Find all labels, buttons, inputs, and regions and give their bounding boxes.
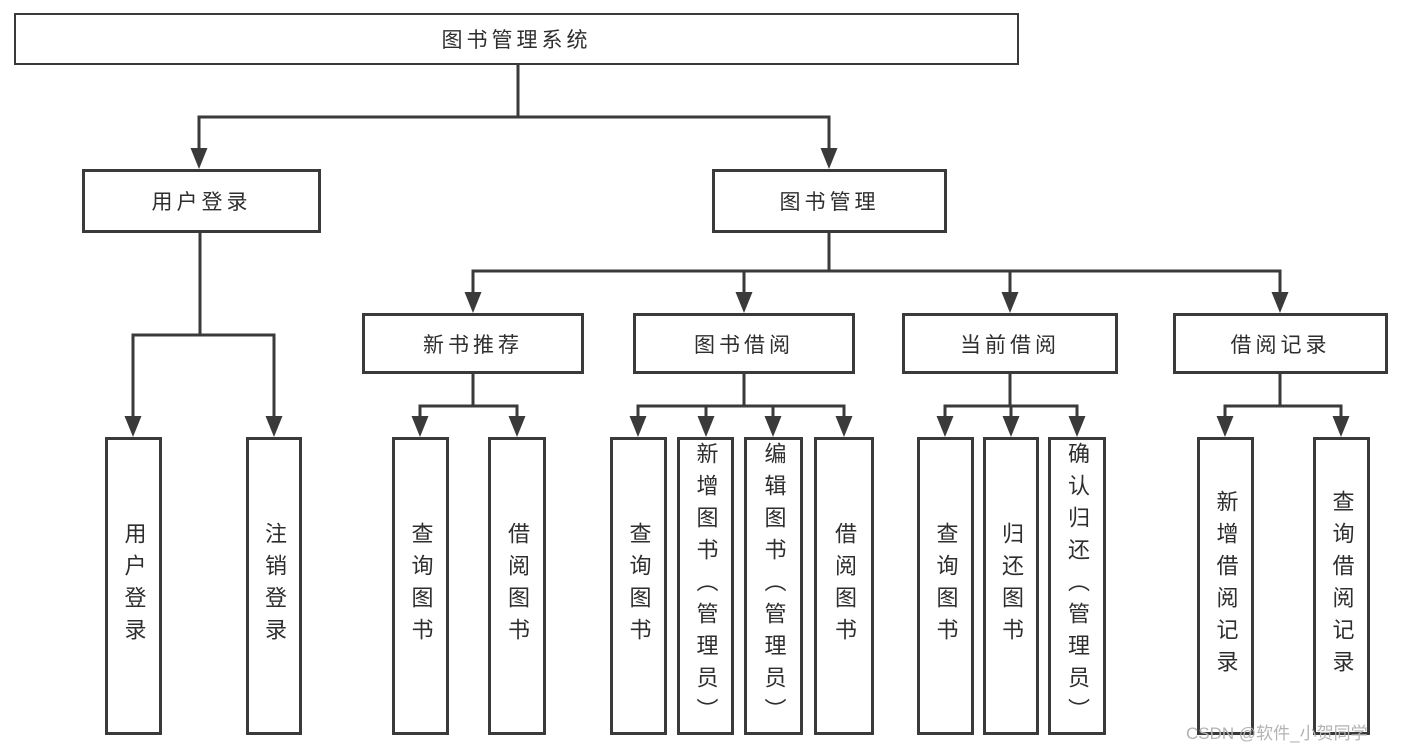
leaf-user-login: 用户登录 bbox=[105, 437, 162, 735]
connector-newbook-to-leaves bbox=[411, 374, 526, 437]
leaf-record-add-label: 新增借阅记录 bbox=[1213, 490, 1239, 682]
leaf-record-query-label: 查询借阅记录 bbox=[1329, 490, 1355, 682]
leaf-newbook-borrow: 借阅图书 bbox=[488, 437, 546, 735]
leaf-borrow-book: 借阅图书 bbox=[814, 437, 874, 735]
node-root-label: 图书管理系统 bbox=[441, 29, 592, 52]
leaf-logout: 注销登录 bbox=[246, 437, 302, 735]
csdn-watermark: CSDN @软件_小贺同学 bbox=[1186, 724, 1368, 743]
leaf-user-login-label: 用户登录 bbox=[121, 522, 147, 650]
connector-borrowrecord-to-leaves bbox=[1216, 374, 1350, 437]
leaf-newbook-query-label: 查询图书 bbox=[408, 522, 434, 650]
connector-bookborrow-to-leaves bbox=[629, 374, 853, 437]
node-book-management-label: 图书管理 bbox=[779, 191, 880, 214]
leaf-current-query-label: 查询图书 bbox=[933, 522, 959, 650]
connector-root-to-level2 bbox=[190, 65, 838, 169]
node-new-book-recommend-label: 新书推荐 bbox=[423, 333, 523, 357]
leaf-logout-label: 注销登录 bbox=[262, 522, 287, 650]
leaf-borrow-add-admin-label: 新增图书（管理员） bbox=[693, 442, 719, 730]
node-book-management: 图书管理 bbox=[712, 169, 947, 233]
leaf-confirm-return-admin-label: 确认归还（管理员） bbox=[1065, 442, 1090, 730]
leaf-confirm-return-admin: 确认归还（管理员） bbox=[1048, 437, 1106, 735]
node-user-login-label: 用户登录 bbox=[151, 191, 252, 214]
leaf-record-query: 查询借阅记录 bbox=[1313, 437, 1370, 735]
leaf-record-add: 新增借阅记录 bbox=[1197, 437, 1254, 735]
node-current-borrow-label: 当前借阅 bbox=[960, 333, 1060, 357]
node-borrow-record: 借阅记录 bbox=[1173, 313, 1388, 374]
node-root: 图书管理系统 bbox=[14, 13, 1019, 65]
leaf-borrow-edit-admin-label: 编辑图书（管理员） bbox=[761, 442, 787, 730]
node-current-borrow: 当前借阅 bbox=[902, 313, 1118, 374]
node-borrow-record-label: 借阅记录 bbox=[1230, 333, 1331, 357]
leaf-current-query: 查询图书 bbox=[917, 437, 974, 735]
leaf-return-book-label: 归还图书 bbox=[999, 522, 1024, 650]
leaf-borrow-edit-admin: 编辑图书（管理员） bbox=[744, 437, 803, 735]
leaf-borrow-query-label: 查询图书 bbox=[626, 522, 652, 650]
leaf-newbook-query: 查询图书 bbox=[392, 437, 449, 735]
leaf-borrow-book-label: 借阅图书 bbox=[832, 522, 857, 650]
connector-bookmgmt-to-modules bbox=[464, 233, 1289, 313]
connector-currentborrow-to-leaves bbox=[936, 374, 1086, 437]
leaf-borrow-query: 查询图书 bbox=[610, 437, 667, 735]
leaf-newbook-borrow-label: 借阅图书 bbox=[505, 522, 530, 650]
node-new-book-recommend: 新书推荐 bbox=[362, 313, 584, 374]
node-book-borrow: 图书借阅 bbox=[633, 313, 855, 374]
leaf-borrow-add-admin: 新增图书（管理员） bbox=[677, 437, 734, 735]
connector-userlogin-to-leaves bbox=[124, 232, 283, 437]
node-book-borrow-label: 图书借阅 bbox=[694, 333, 794, 357]
leaf-return-book: 归还图书 bbox=[983, 437, 1039, 735]
node-user-login: 用户登录 bbox=[82, 169, 321, 233]
